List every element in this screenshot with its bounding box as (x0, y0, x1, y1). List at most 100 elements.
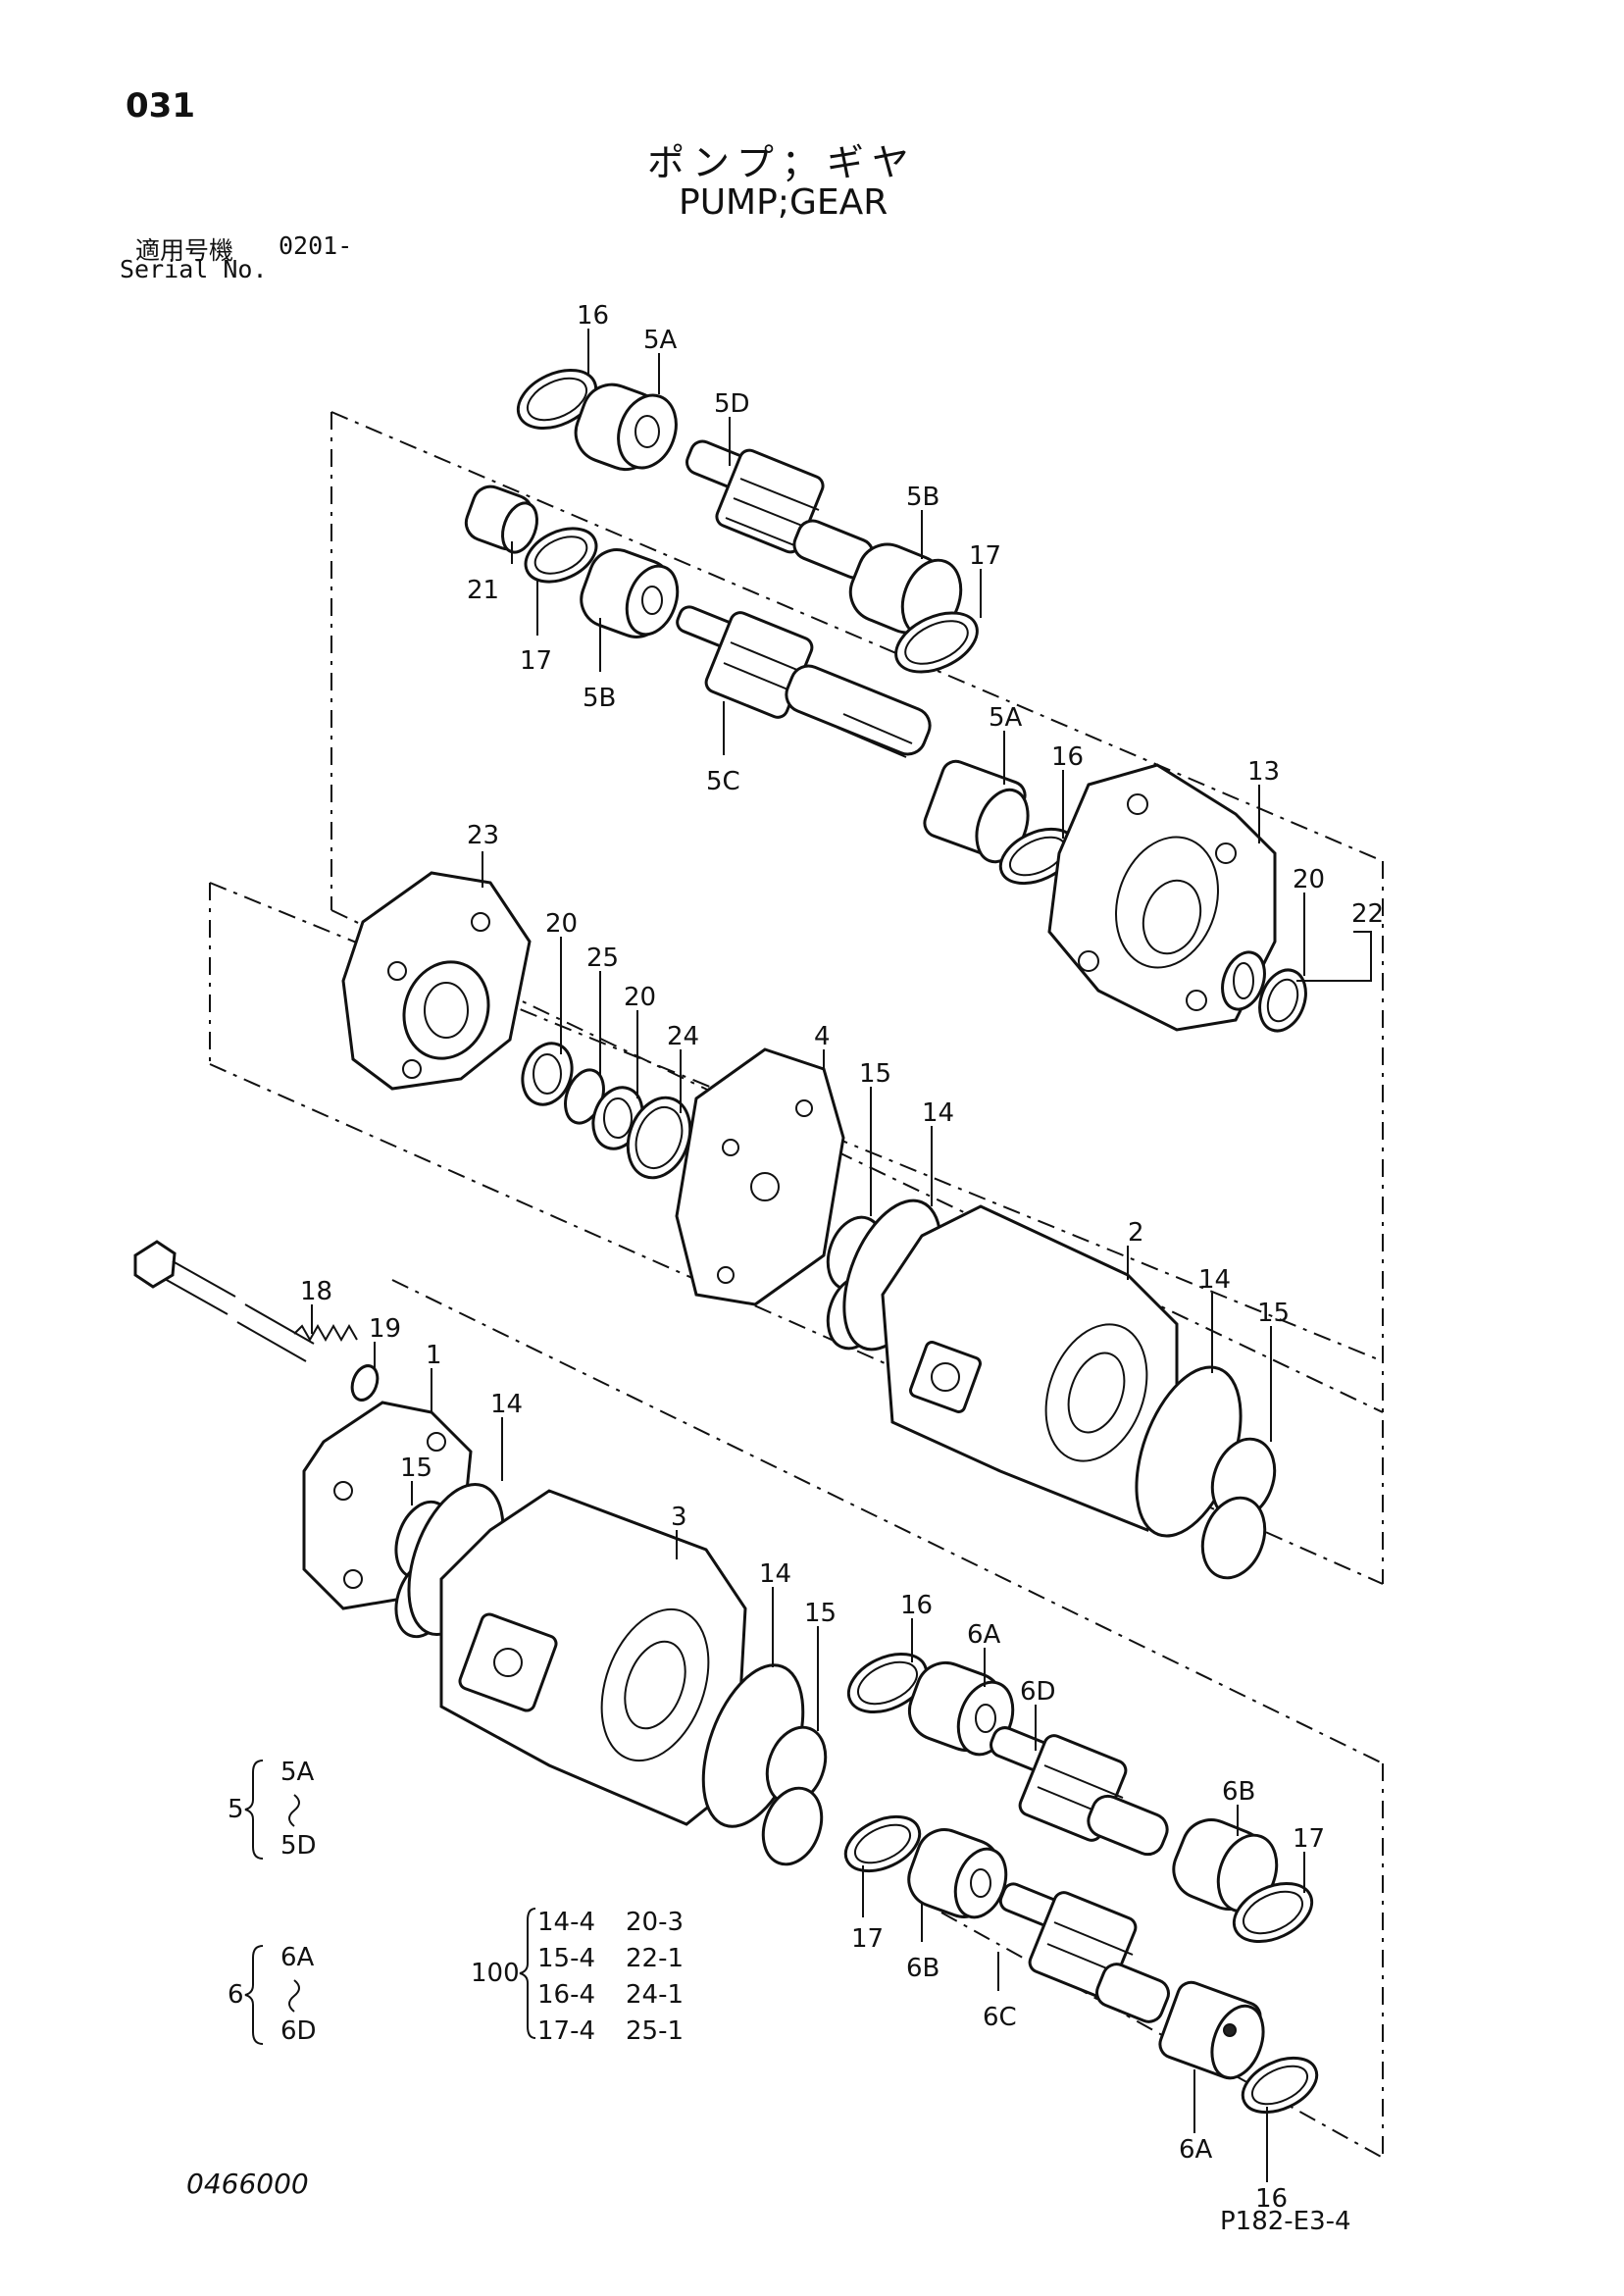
callout-labels: 16 5A 5D 5B 17 21 17 5B 5C 5A 16 13 20 2… (300, 301, 1384, 2214)
callout-5b: 5B (583, 684, 616, 713)
callout-6d: 6D (1020, 1677, 1056, 1707)
bushing-5a-top (574, 383, 678, 472)
callout-6c: 6C (983, 2003, 1017, 2032)
callout-5d: 5D (714, 389, 750, 419)
serial-value: 0201- (279, 231, 353, 260)
title-japanese: ポンプ；ギヤ (647, 141, 917, 184)
callout-6b: 6B (906, 1954, 939, 1983)
kit-row-2-right: 22-1 (626, 1944, 684, 1973)
group-6-to: 6D (280, 2016, 317, 2046)
callout-17: 17 (851, 1924, 884, 1954)
callout-14: 14 (1198, 1265, 1231, 1295)
gasket-15-lower-right (761, 1725, 828, 1866)
callout-14: 14 (490, 1390, 523, 1419)
gear-housing-3 (439, 1489, 747, 1826)
mounting-flange-13 (1047, 763, 1277, 1032)
title-english: PUMP;GEAR (679, 182, 888, 223)
bolt-18 (133, 1240, 358, 1362)
callout-4: 4 (814, 1022, 831, 1051)
document-number: 0466000 (186, 2168, 309, 2200)
group-5-legend: 5 5A 5D (228, 1758, 317, 1861)
seal-ring-17-lower-left (843, 1814, 922, 1873)
callout-5b: 5B (906, 483, 939, 512)
kit-row-1-right: 20-3 (626, 1908, 684, 1937)
oil-seal-20-a (521, 1042, 574, 1106)
callout-3: 3 (671, 1503, 687, 1532)
driven-gear-6c (998, 1882, 1170, 2023)
callout-16: 16 (1051, 742, 1084, 772)
kit-row-3-left: 16-4 (537, 1980, 595, 2010)
plate-4 (675, 1047, 845, 1306)
callout-16: 16 (900, 1591, 933, 1620)
callout-16: 16 (577, 301, 609, 331)
seal-ring-17-left (524, 527, 598, 584)
group-6-from: 6A (280, 1943, 315, 1972)
kit-row-1-left: 14-4 (537, 1908, 595, 1937)
group-5-from: 5A (280, 1758, 315, 1787)
kit-row-3-right: 24-1 (626, 1980, 684, 2010)
kit-row-2-left: 15-4 (537, 1944, 595, 1973)
washer-19 (350, 1364, 380, 1402)
callout-17: 17 (520, 646, 552, 676)
kit-100-legend: 100 14-4 20-3 15-4 22-1 16-4 24-1 17-4 2… (471, 1908, 684, 2046)
kit-id: 100 (471, 1959, 520, 1988)
callout-25: 25 (586, 944, 619, 973)
seal-ring-17-lower-right (1232, 1881, 1314, 1944)
figure-code: P182-E3-4 (1220, 2207, 1351, 2236)
bushing-5b-left (580, 548, 680, 638)
callout-17: 17 (969, 541, 1001, 571)
callout-15: 15 (804, 1599, 837, 1628)
callout-6a: 6A (967, 1620, 1001, 1650)
gasket-15-right (1200, 1437, 1277, 1580)
callout-5a: 5A (989, 703, 1023, 733)
oil-seal-20-upper (1221, 950, 1266, 1011)
callout-14: 14 (922, 1098, 954, 1128)
callout-16: 16 (1255, 2184, 1288, 2214)
kit-row-4-left: 17-4 (537, 2016, 595, 2046)
callout-2: 2 (1128, 1218, 1144, 1248)
callout-13: 13 (1247, 757, 1280, 787)
callout-15: 15 (400, 1454, 432, 1483)
callout-1: 1 (426, 1341, 442, 1370)
leader-lines (311, 329, 1372, 2182)
group-6-id: 6 (228, 1980, 244, 2010)
drive-gear-5c (676, 605, 932, 758)
serial-label-japanese: 適用号機 (135, 236, 234, 265)
driven-gear-6d (990, 1726, 1169, 1857)
callout-22: 22 (1351, 899, 1384, 929)
callout-14: 14 (759, 1559, 791, 1589)
callout-24: 24 (667, 1022, 699, 1051)
page-number: 031 (126, 86, 195, 126)
callout-15: 15 (859, 1059, 891, 1089)
callout-6b: 6B (1222, 1777, 1255, 1807)
bushing-6a-lower (1158, 1980, 1265, 2080)
cover-plate-23 (341, 871, 532, 1091)
callout-23: 23 (467, 821, 499, 850)
callout-21: 21 (467, 576, 499, 605)
callout-20: 20 (545, 909, 578, 939)
seal-ring-16-lower (846, 1652, 929, 1714)
snap-ring-22 (1258, 968, 1307, 1033)
group-5-id: 5 (228, 1795, 244, 1824)
seal-ring-17-right (894, 611, 979, 674)
seal-ring-16-top (516, 368, 598, 431)
seal-ring-16-lower-right (1241, 2056, 1319, 2115)
callout-18: 18 (300, 1277, 332, 1306)
needle-bearing-21 (464, 485, 538, 554)
group-6-legend: 6 6A 6D (228, 1943, 317, 2046)
callout-6a: 6A (1179, 2135, 1213, 2165)
drive-gear-5d (685, 439, 875, 580)
kit-row-4-right: 25-1 (626, 2016, 684, 2046)
callout-5c: 5C (706, 767, 740, 796)
group-5-to: 5D (280, 1831, 317, 1861)
serial-label-english: Serial No. (120, 255, 268, 283)
gear-housing-2 (881, 1204, 1179, 1532)
callout-20: 20 (624, 983, 656, 1012)
callout-17: 17 (1293, 1824, 1325, 1854)
callout-19: 19 (369, 1314, 401, 1344)
callout-5a: 5A (643, 326, 678, 355)
callout-15: 15 (1257, 1299, 1290, 1328)
bushing-6b-left (907, 1828, 1008, 1919)
callout-20: 20 (1293, 865, 1325, 894)
